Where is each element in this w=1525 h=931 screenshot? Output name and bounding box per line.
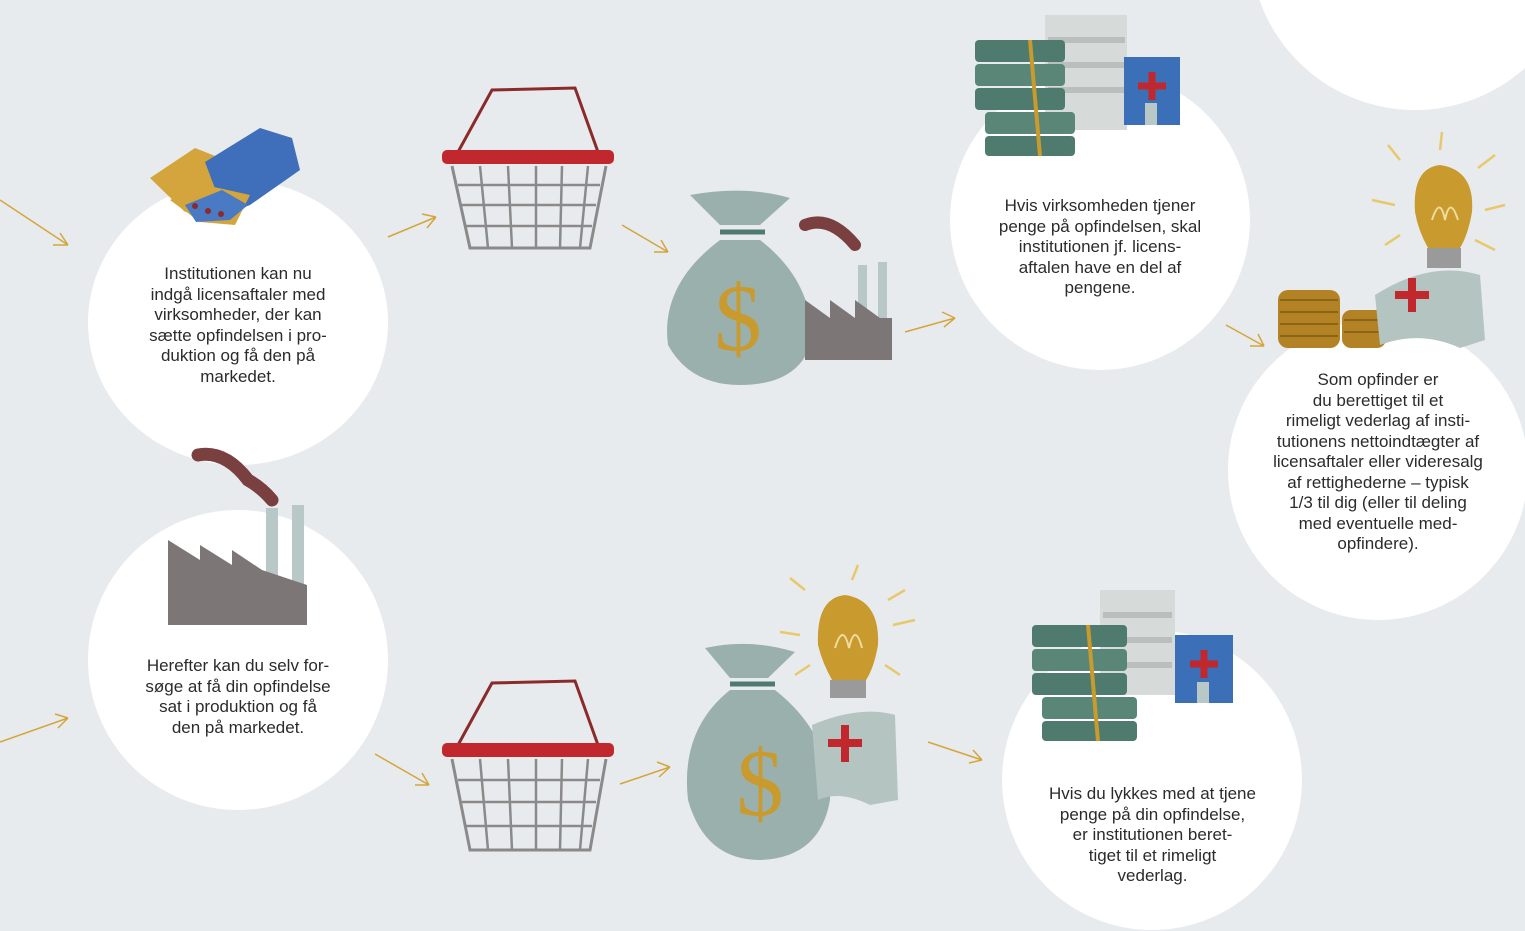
nurse-cap-icon <box>1375 270 1485 348</box>
money-stack-icon <box>1032 624 1137 742</box>
arrow-icon <box>927 741 983 764</box>
arrow-icon <box>387 213 437 238</box>
flow-arrows <box>0 199 1265 786</box>
arrow-icon <box>904 311 956 333</box>
arrow-icon <box>374 753 430 786</box>
step-license-text: Institutionen kan nu indgå licensaftaler… <box>149 264 327 386</box>
money-stack-icon <box>975 39 1075 157</box>
basket-icon <box>442 679 614 852</box>
coins-icon <box>1278 290 1386 348</box>
handshake-icon <box>150 128 300 225</box>
step-license-circle <box>88 180 388 465</box>
svg-text:$: $ <box>714 265 762 371</box>
lightbulb-icon <box>779 564 916 698</box>
nurse-cap-icon <box>812 711 898 805</box>
arrow-icon <box>621 224 669 253</box>
step-inventor-share-circle <box>1228 320 1525 620</box>
arrow-icon <box>0 713 69 743</box>
money-bag-icon: $ <box>667 190 812 385</box>
arrow-icon <box>1225 324 1265 347</box>
step-self-profit-text: Hvis du lykkes med at tjene penge på din… <box>1049 784 1256 885</box>
step-company-profit-text: Hvis virksomheden tjener penge på opfind… <box>998 196 1202 297</box>
factory-icon <box>168 447 307 625</box>
money-bag-icon: $ <box>686 643 831 860</box>
arrow-icon <box>619 761 671 785</box>
svg-text:$: $ <box>736 730 784 836</box>
factory-icon <box>799 216 892 360</box>
lightbulb-icon <box>1371 131 1506 268</box>
step-inventor-share-text: Som opfinder er du berettiget til et rim… <box>1273 370 1483 553</box>
step-self-production-text: Herefter kan du selv for- søge at få din… <box>145 656 331 737</box>
arrow-icon <box>0 199 69 246</box>
basket-icon <box>442 86 614 250</box>
